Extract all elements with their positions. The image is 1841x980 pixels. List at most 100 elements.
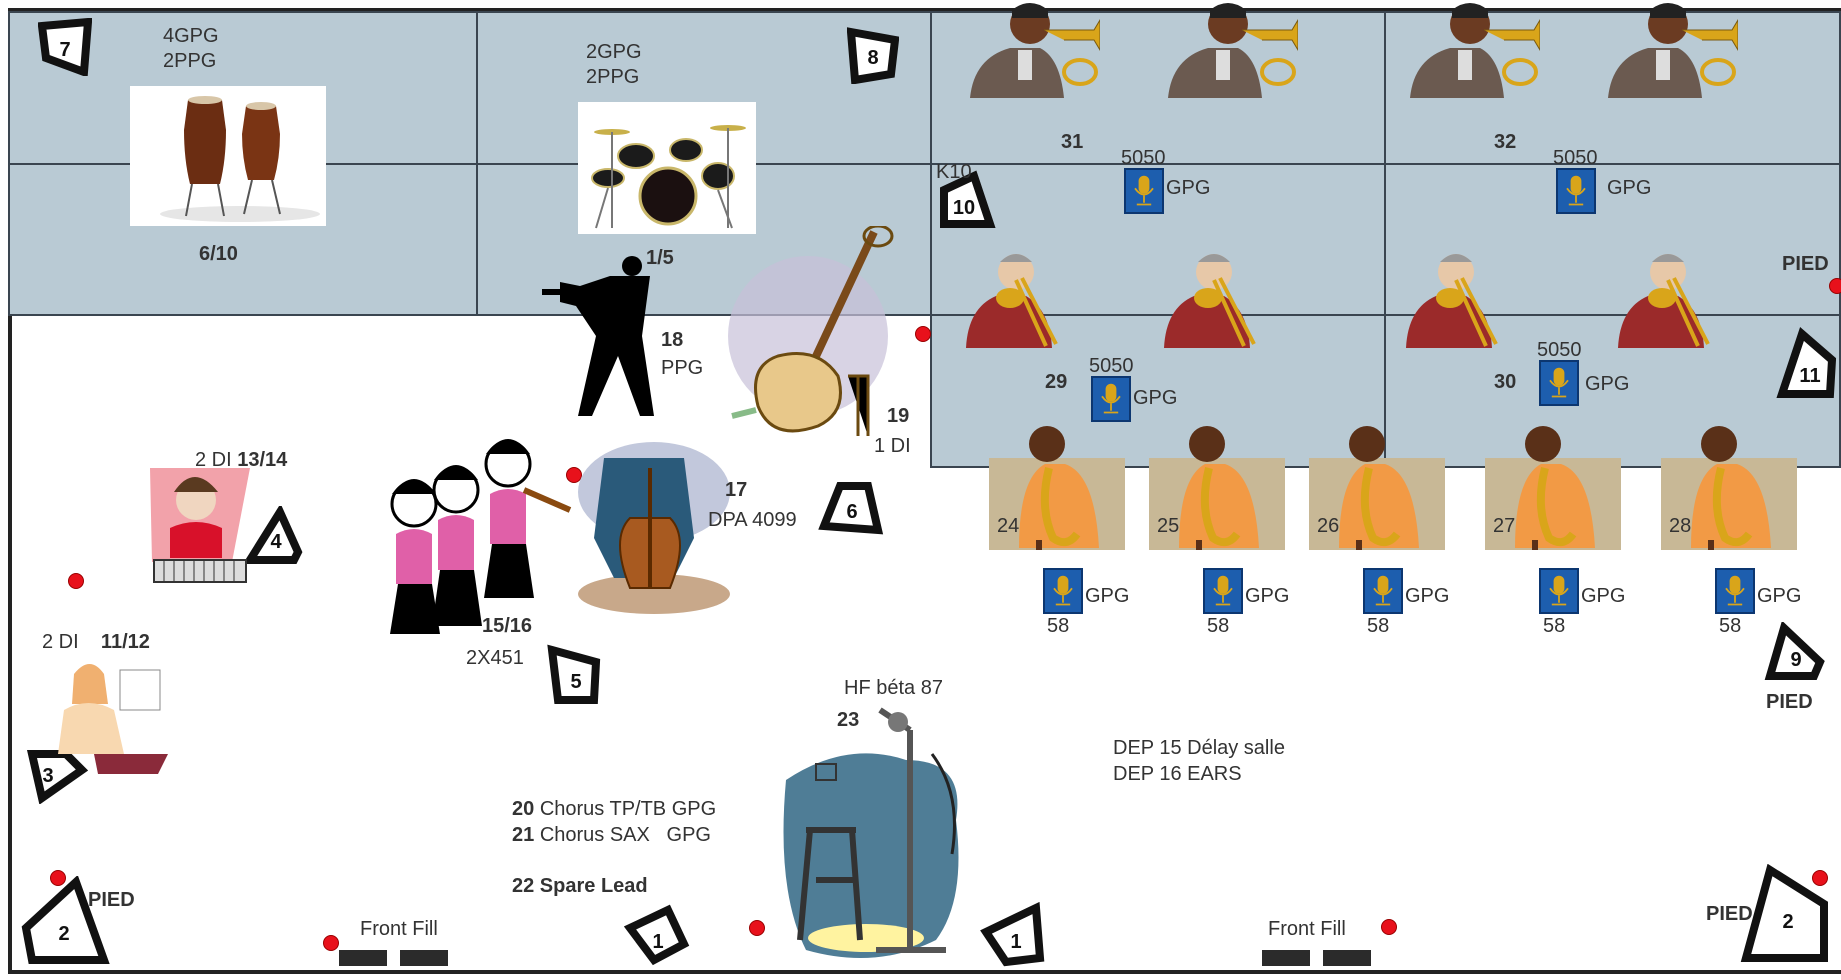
- mic-model-5050: 5050: [1553, 147, 1598, 169]
- spare-lead-label: 22 Spare Lead: [512, 875, 648, 897]
- sax-channel-number: 24: [997, 515, 1020, 537]
- trombone-player-icon: [966, 254, 1058, 348]
- mic-icon: [1124, 168, 1164, 214]
- wedge-monitor-icon: 9: [1764, 622, 1825, 680]
- trumpets-left-number: 31: [1061, 131, 1084, 153]
- sax-mic-label: GPG: [1085, 585, 1130, 607]
- chorus21-text: Chorus SAX GPG: [539, 824, 711, 846]
- wedge-label: 8: [867, 47, 878, 69]
- wedge-monitor-icon: 7: [38, 18, 92, 76]
- chorus21-line: 21 Chorus SAX GPG: [512, 823, 711, 847]
- sax-player-icon: 27: [1485, 420, 1621, 550]
- sax-player-icon: 26: [1309, 420, 1445, 550]
- keys-channel-number: 13/14: [237, 449, 288, 471]
- riser-center-number: 1/5: [646, 247, 674, 269]
- trumpets-right-number: 32: [1494, 131, 1517, 153]
- riser-brass-vline: [1384, 11, 1386, 468]
- riser-left-number: 6/10: [199, 243, 238, 265]
- chorus20-line: 20 Chorus TP/TB GPG: [512, 797, 716, 821]
- power-outlet-icon: [749, 920, 765, 936]
- wedge-label: 11: [1799, 365, 1820, 387]
- mic-gpg-label: GPG: [1166, 177, 1211, 199]
- mic-gpg-label: GPG: [1607, 177, 1652, 199]
- stage-outline: [8, 8, 1841, 974]
- power-outlet-icon: [1829, 278, 1841, 294]
- wedge-monitor-icon: 5: [547, 644, 601, 704]
- riser-center-line1: 2GPG: [586, 41, 642, 63]
- sax-channel-number: 26: [1317, 515, 1340, 537]
- trombones-left-number: 29: [1045, 371, 1068, 393]
- contrabass-icon: [728, 226, 894, 436]
- wedge-label: 6: [846, 501, 857, 523]
- power-outlet-icon: [50, 870, 66, 886]
- mic-icon: [1203, 568, 1243, 614]
- cello-mic-label: DPA 4099: [708, 509, 797, 531]
- keyboard-player-icon: [150, 468, 250, 583]
- sax-player-icon: 28: [1661, 420, 1797, 550]
- cello-channel-number: 17: [725, 479, 748, 501]
- power-outlet-icon: [323, 935, 339, 951]
- lead-hf-label: HF béta 87: [844, 677, 943, 699]
- mic-icon: [1363, 568, 1403, 614]
- chorus20-text: Chorus TP/TB GPG: [539, 798, 717, 820]
- pianist-icon: [58, 664, 168, 774]
- piano-label: 2 DI 11/12: [42, 630, 150, 654]
- sax-mic-model: 58: [1047, 615, 1070, 637]
- mic-icon: [1539, 360, 1579, 406]
- mic-icon: [1556, 168, 1596, 214]
- violinists-icon: [390, 439, 572, 634]
- sax-player-icon: 25: [1149, 420, 1285, 550]
- mic-model-5050: 5050: [1537, 339, 1582, 361]
- cello-icon: [578, 442, 730, 614]
- wedge-monitor-icon: 6: [818, 482, 884, 535]
- wedge-monitor-icon: 1: [980, 902, 1045, 967]
- trombone-player-icon: [1406, 254, 1498, 348]
- wedge-label: 3: [42, 765, 53, 787]
- front-fill-speaker-icon: [1323, 950, 1371, 966]
- contrabass-mic-label: 1 DI: [874, 435, 911, 457]
- power-outlet-icon: [566, 467, 582, 483]
- sax-mic-label: GPG: [1757, 585, 1802, 607]
- bass-channel-number: 18: [661, 329, 684, 351]
- riser-center-line2: 2PPG: [586, 66, 640, 88]
- wedge-label: 9: [1790, 649, 1801, 671]
- drum-kit-image: [578, 102, 756, 234]
- wedge-monitor-icon: 8: [847, 27, 899, 84]
- sax-channel-number: 25: [1157, 515, 1180, 537]
- front-fill-left-label: Front Fill: [360, 918, 438, 940]
- mic-stand-icon: [783, 707, 959, 958]
- riser-left-line2: 2PPG: [163, 50, 217, 72]
- trombones-right-number: 30: [1494, 371, 1517, 393]
- congas-image: [130, 86, 326, 226]
- contrabass-channel-number: 19: [887, 405, 910, 427]
- mic-icon: [1715, 568, 1755, 614]
- front-fill-speaker-icon: [339, 950, 387, 966]
- trumpet-player-icon: [1410, 3, 1540, 98]
- front-fill-right-label: Front Fill: [1268, 918, 1346, 940]
- wedge-label: 1: [652, 931, 663, 953]
- wedge-label: 4: [270, 531, 282, 553]
- piano-di-label: 2 DI: [42, 631, 79, 653]
- power-outlet-icon: [915, 326, 931, 342]
- keys-label: 2 DI 13/14: [195, 448, 287, 472]
- wedge-label: 10: [953, 197, 975, 219]
- mic-model-5050: 5050: [1089, 355, 1134, 377]
- mic-model-5050: 5050: [1121, 147, 1166, 169]
- pied-label: PIED: [1706, 903, 1753, 925]
- dep15-label: DEP 15 Délay salle: [1113, 737, 1285, 759]
- keys-di-label: 2 DI: [195, 449, 232, 471]
- wedge-label: 5: [570, 671, 581, 693]
- wedge-monitor-icon: 2: [1740, 864, 1828, 962]
- wedge-monitor-icon: 4: [244, 506, 303, 564]
- k10-label: K10: [936, 161, 972, 183]
- mic-icon: [1539, 568, 1579, 614]
- lead-channel-number: 23: [837, 709, 860, 731]
- sax-mic-model: 58: [1719, 615, 1742, 637]
- pied-label: PIED: [1766, 691, 1813, 713]
- sax-mic-model: 58: [1367, 615, 1390, 637]
- mic-gpg-label: GPG: [1133, 387, 1178, 409]
- chorus21-number: 21: [512, 824, 535, 846]
- wedge-label: 1: [1010, 931, 1021, 953]
- riser-left-line1: 4GPG: [163, 25, 219, 47]
- dep16-label: DEP 16 EARS: [1113, 763, 1242, 785]
